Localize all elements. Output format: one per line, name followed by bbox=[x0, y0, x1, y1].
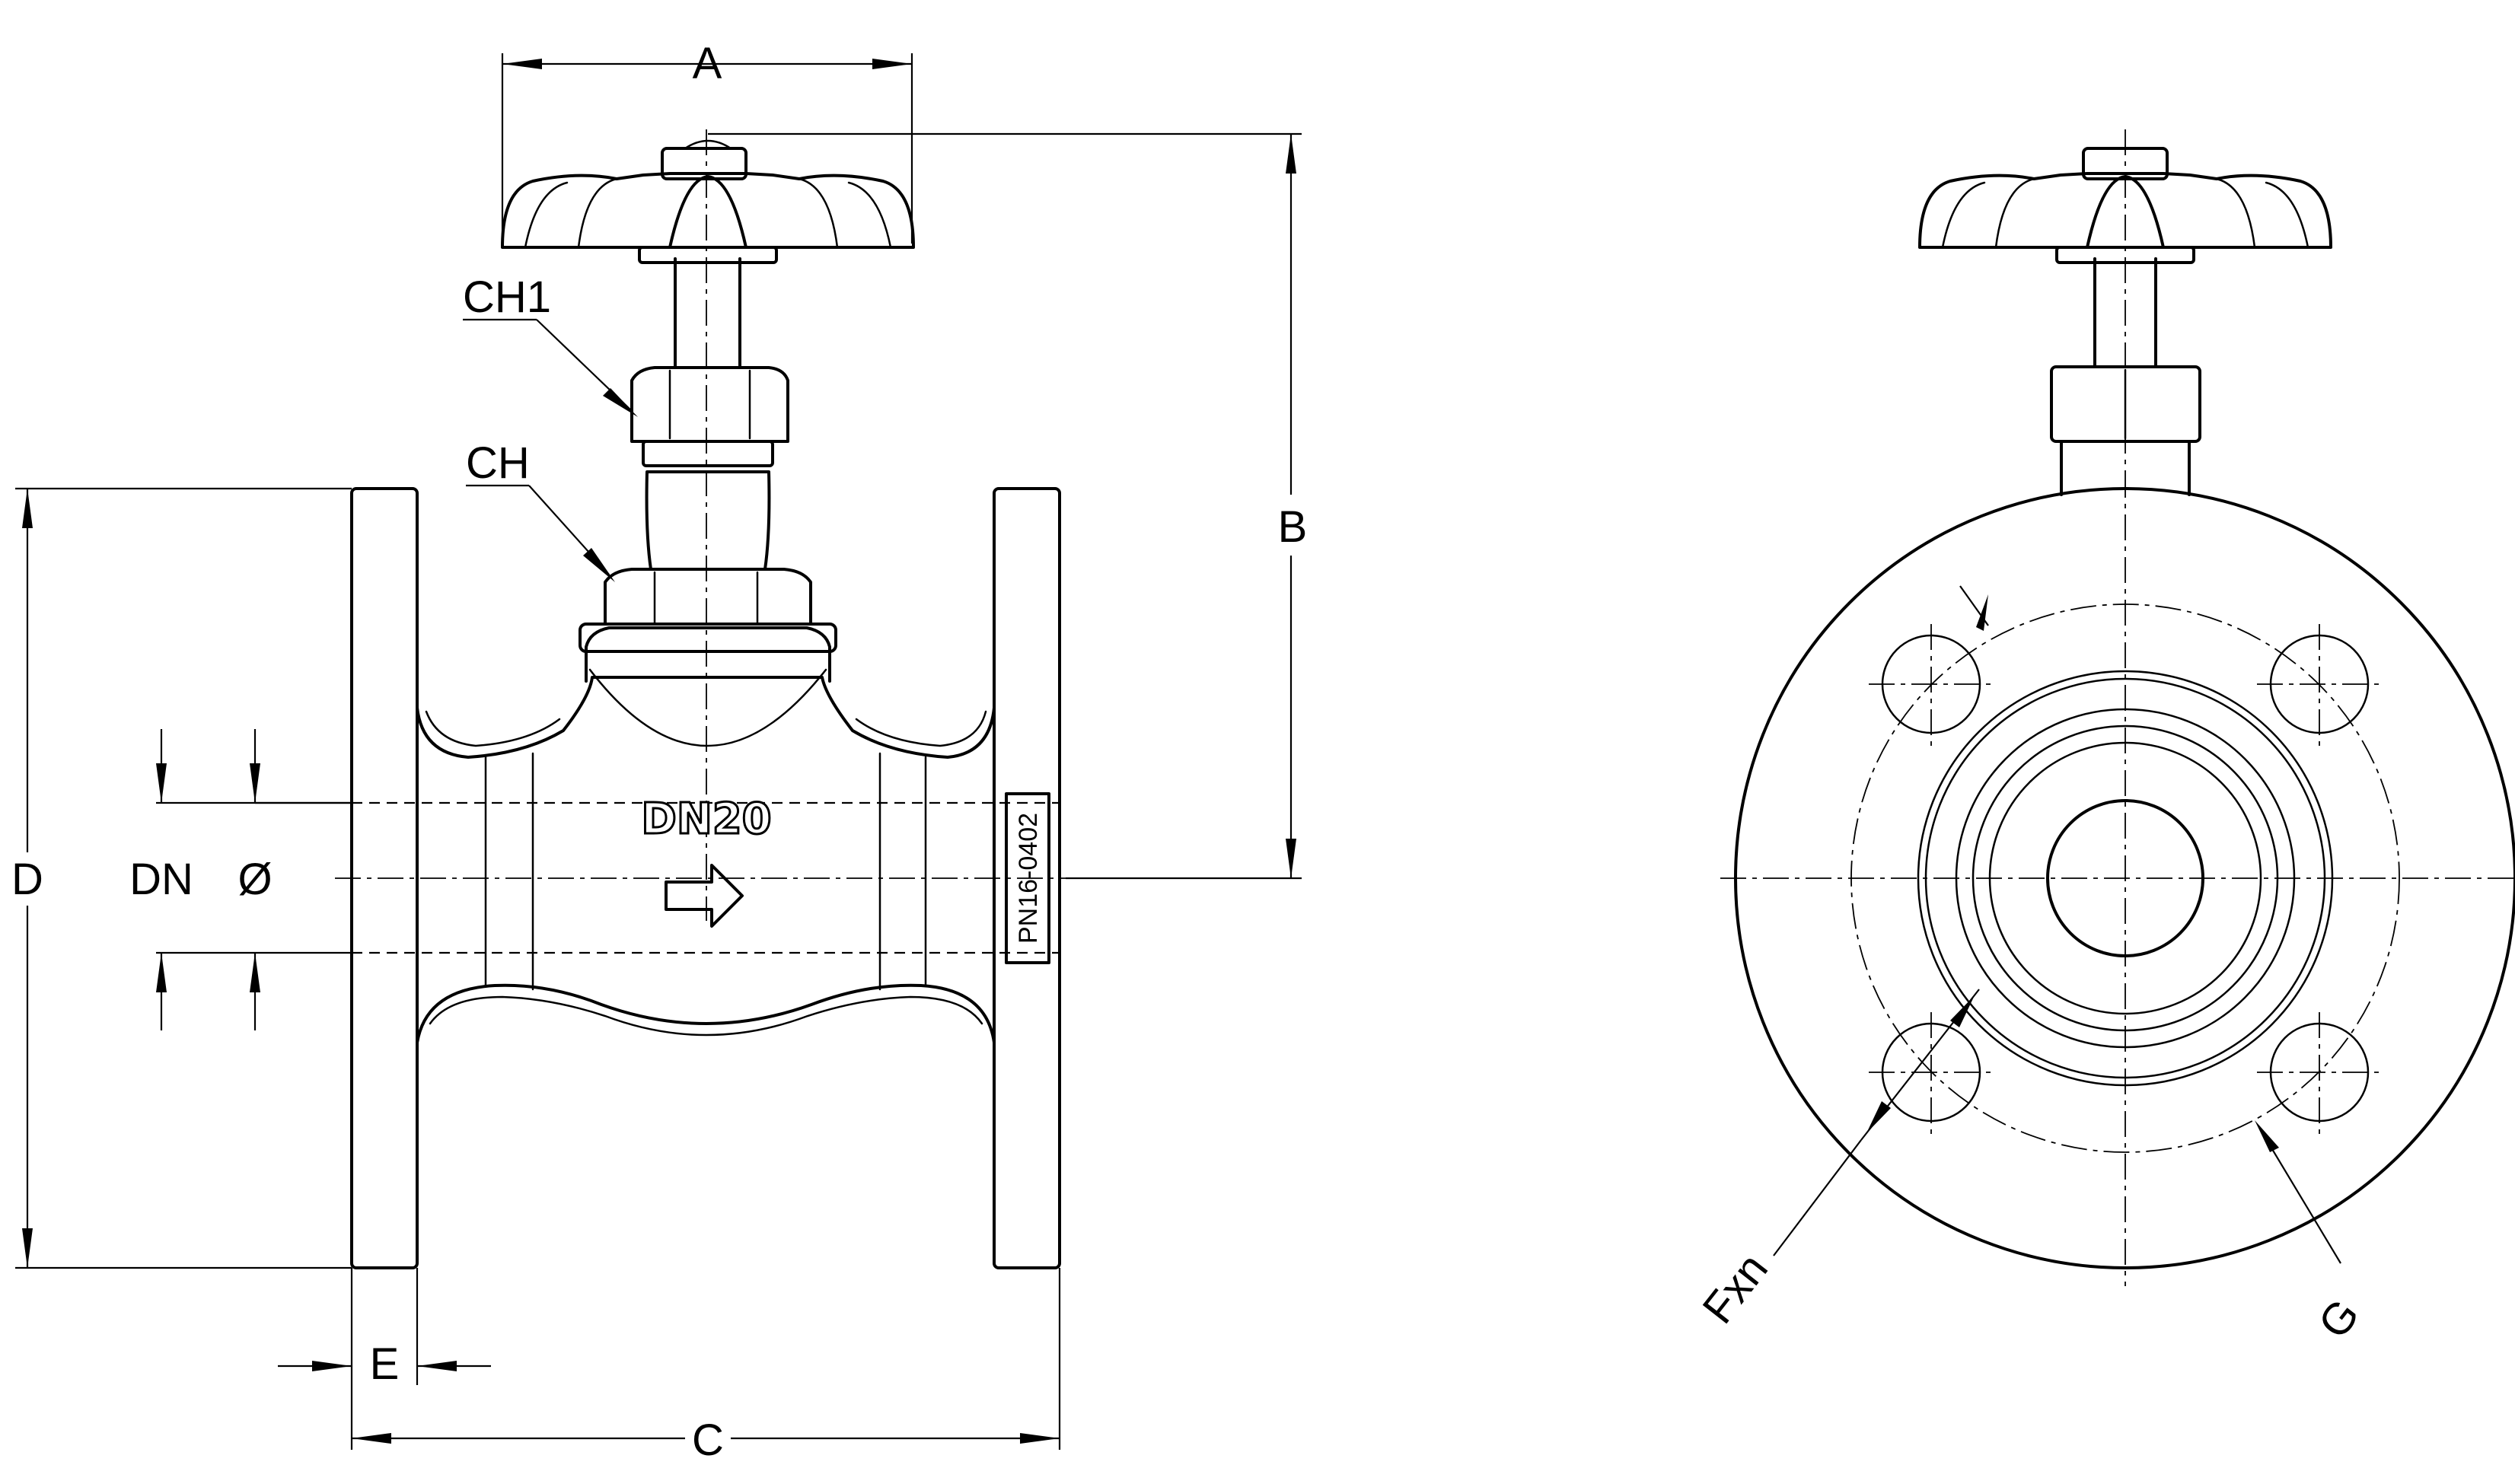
dimension-dn-label: DN bbox=[129, 855, 193, 904]
body-upper-contour bbox=[416, 676, 996, 759]
callout-ch-label: CH bbox=[466, 438, 530, 488]
callout-ch1-label: CH1 bbox=[463, 272, 551, 322]
pressure-plate bbox=[1005, 792, 1050, 964]
dimension-e-label: E bbox=[370, 1339, 400, 1389]
flow-arrow-icon bbox=[665, 864, 744, 928]
gland-nut-ch1 bbox=[630, 366, 789, 443]
end-view-handwheel bbox=[1918, 172, 2332, 249]
dimension-f-label: Fxn bbox=[1693, 1244, 1777, 1333]
body-lower-contour bbox=[416, 983, 996, 1044]
bonnet-nut-ch bbox=[604, 568, 812, 626]
pressure-marking: PN16-0402 bbox=[1014, 813, 1043, 944]
dimension-a-label: A bbox=[693, 39, 722, 88]
dimension-g-label: G bbox=[2309, 1290, 2369, 1348]
size-marking: DN20 bbox=[641, 795, 771, 844]
dimension-c-label: C bbox=[692, 1416, 724, 1465]
dimension-d-label: D bbox=[11, 855, 43, 904]
handwheel bbox=[501, 172, 915, 249]
dimension-b-label: B bbox=[1278, 502, 1308, 552]
bonnet bbox=[585, 626, 831, 683]
dimension-diameter-label: Ø bbox=[237, 855, 272, 904]
valve-end-view: Fxn G bbox=[1693, 129, 2515, 1348]
bonnet-neck bbox=[645, 470, 771, 571]
valve-side-view: DN20 PN16-0402 A B D DN bbox=[6, 39, 1314, 1469]
